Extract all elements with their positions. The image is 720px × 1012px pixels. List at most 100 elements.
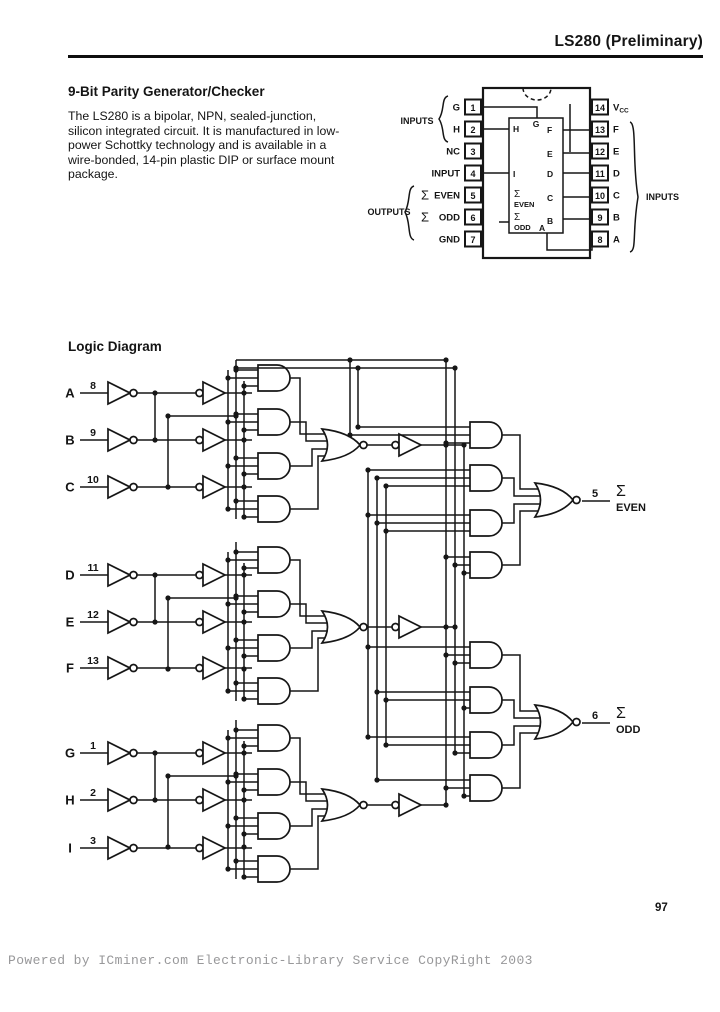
input-letter: F	[66, 661, 74, 676]
junction-dot	[152, 797, 158, 803]
junction-dot	[225, 779, 231, 785]
junction-dot	[241, 666, 247, 672]
invert-bubble	[572, 495, 581, 505]
pin-right-12: 12 E	[591, 142, 619, 160]
logic-input-C: C 10	[65, 474, 252, 500]
junction-dot	[241, 653, 247, 659]
junction-dot	[374, 777, 380, 783]
buffer-gate	[202, 562, 227, 588]
pin-number: 8	[597, 235, 602, 245]
input-letter: G	[65, 746, 75, 761]
buffer-gate	[202, 609, 227, 635]
input-letter: A	[65, 386, 75, 401]
body-line: power Schottky technology and is availab…	[68, 138, 327, 153]
junction-dot	[165, 844, 171, 850]
buffer-gate	[202, 655, 227, 681]
pin-number: 12	[595, 147, 605, 157]
junction-dot	[241, 750, 247, 756]
and-to-nor	[290, 455, 327, 510]
sigma-icon: Σ	[421, 188, 429, 203]
junction-dot	[241, 844, 247, 850]
nor-gate	[320, 787, 362, 823]
input-letter: H	[65, 793, 74, 808]
and-gate	[257, 546, 291, 574]
junction-dot	[365, 644, 371, 650]
output-pin-number: 5	[592, 488, 598, 500]
outputs-brace	[404, 185, 415, 241]
symbol-right-label: D	[547, 169, 553, 179]
pin-label: NC	[446, 147, 460, 158]
buffer-gate	[202, 474, 227, 500]
output-pin-number: 6	[592, 710, 598, 722]
input-pin-number: 10	[87, 474, 99, 486]
inverter-gate	[107, 427, 132, 453]
junction-dot	[152, 750, 158, 756]
invert-bubble	[391, 800, 400, 810]
output-label: EVEN	[616, 502, 646, 514]
junction-dot	[443, 652, 449, 658]
symbol-top-label: G	[533, 119, 540, 129]
input-letter: B	[65, 433, 74, 448]
and-to-nor	[290, 808, 327, 827]
and-gate	[469, 421, 503, 449]
input-pin-number: 9	[90, 427, 96, 439]
pin-number: 9	[597, 213, 602, 223]
watermark-footer: Powered by ICminer.com Electronic-Librar…	[8, 953, 533, 968]
invert-bubble	[391, 622, 400, 632]
input-pin-number: 13	[87, 655, 99, 667]
and-gate	[257, 408, 291, 436]
junction-dot	[241, 565, 247, 571]
junction-dot	[452, 562, 458, 568]
and-to-nor	[502, 503, 541, 524]
nor-gate	[320, 427, 362, 463]
body-line: wire-bonded, 14-pin plastic DIP or surfa…	[68, 152, 335, 167]
junction-dot	[241, 609, 247, 615]
junction-dot	[152, 390, 158, 396]
invert-bubble	[129, 570, 138, 580]
and-gate	[257, 812, 291, 840]
pin-label: VCC	[613, 103, 629, 115]
nor-gate	[320, 609, 362, 645]
invert-bubble	[129, 663, 138, 673]
junction-dot	[241, 390, 247, 396]
pin-label: A	[613, 235, 620, 246]
page-title: LS280 (Preliminary)	[554, 33, 703, 50]
inverter-gate	[107, 835, 132, 861]
and-to-nor	[502, 477, 541, 497]
input-letter: C	[65, 480, 75, 495]
junction-dot	[225, 419, 231, 425]
pin-label: E	[613, 147, 619, 158]
inputs-group-label: INPUTS	[646, 192, 679, 202]
junction-dot	[241, 696, 247, 702]
invert-bubble	[195, 388, 204, 398]
junction-dot	[233, 727, 239, 733]
parity-group-3	[152, 720, 423, 883]
and-gate	[257, 634, 291, 662]
junction-dot	[225, 735, 231, 741]
and-to-nor	[290, 637, 327, 692]
invert-bubble	[359, 440, 368, 450]
junction-dot	[443, 554, 449, 560]
pin-label: EVEN	[434, 191, 460, 202]
symbol-output-label: EVEN	[514, 200, 534, 209]
invert-bubble	[195, 748, 204, 758]
junction-dot	[241, 383, 247, 389]
invert-bubble	[129, 748, 138, 758]
body-line: The LS280 is a bipolar, NPN, sealed-junc…	[68, 109, 317, 123]
and-to-nor	[290, 781, 327, 802]
and-to-nor	[502, 725, 541, 746]
junction-dot	[152, 572, 158, 578]
inverter-gate	[107, 609, 132, 635]
buffer-gate	[398, 432, 423, 458]
pin-label: C	[613, 191, 620, 202]
body-line: silicon integrated circuit. It is manufa…	[68, 123, 340, 138]
buffer-gate	[202, 380, 227, 406]
buffer-gate	[398, 614, 423, 640]
